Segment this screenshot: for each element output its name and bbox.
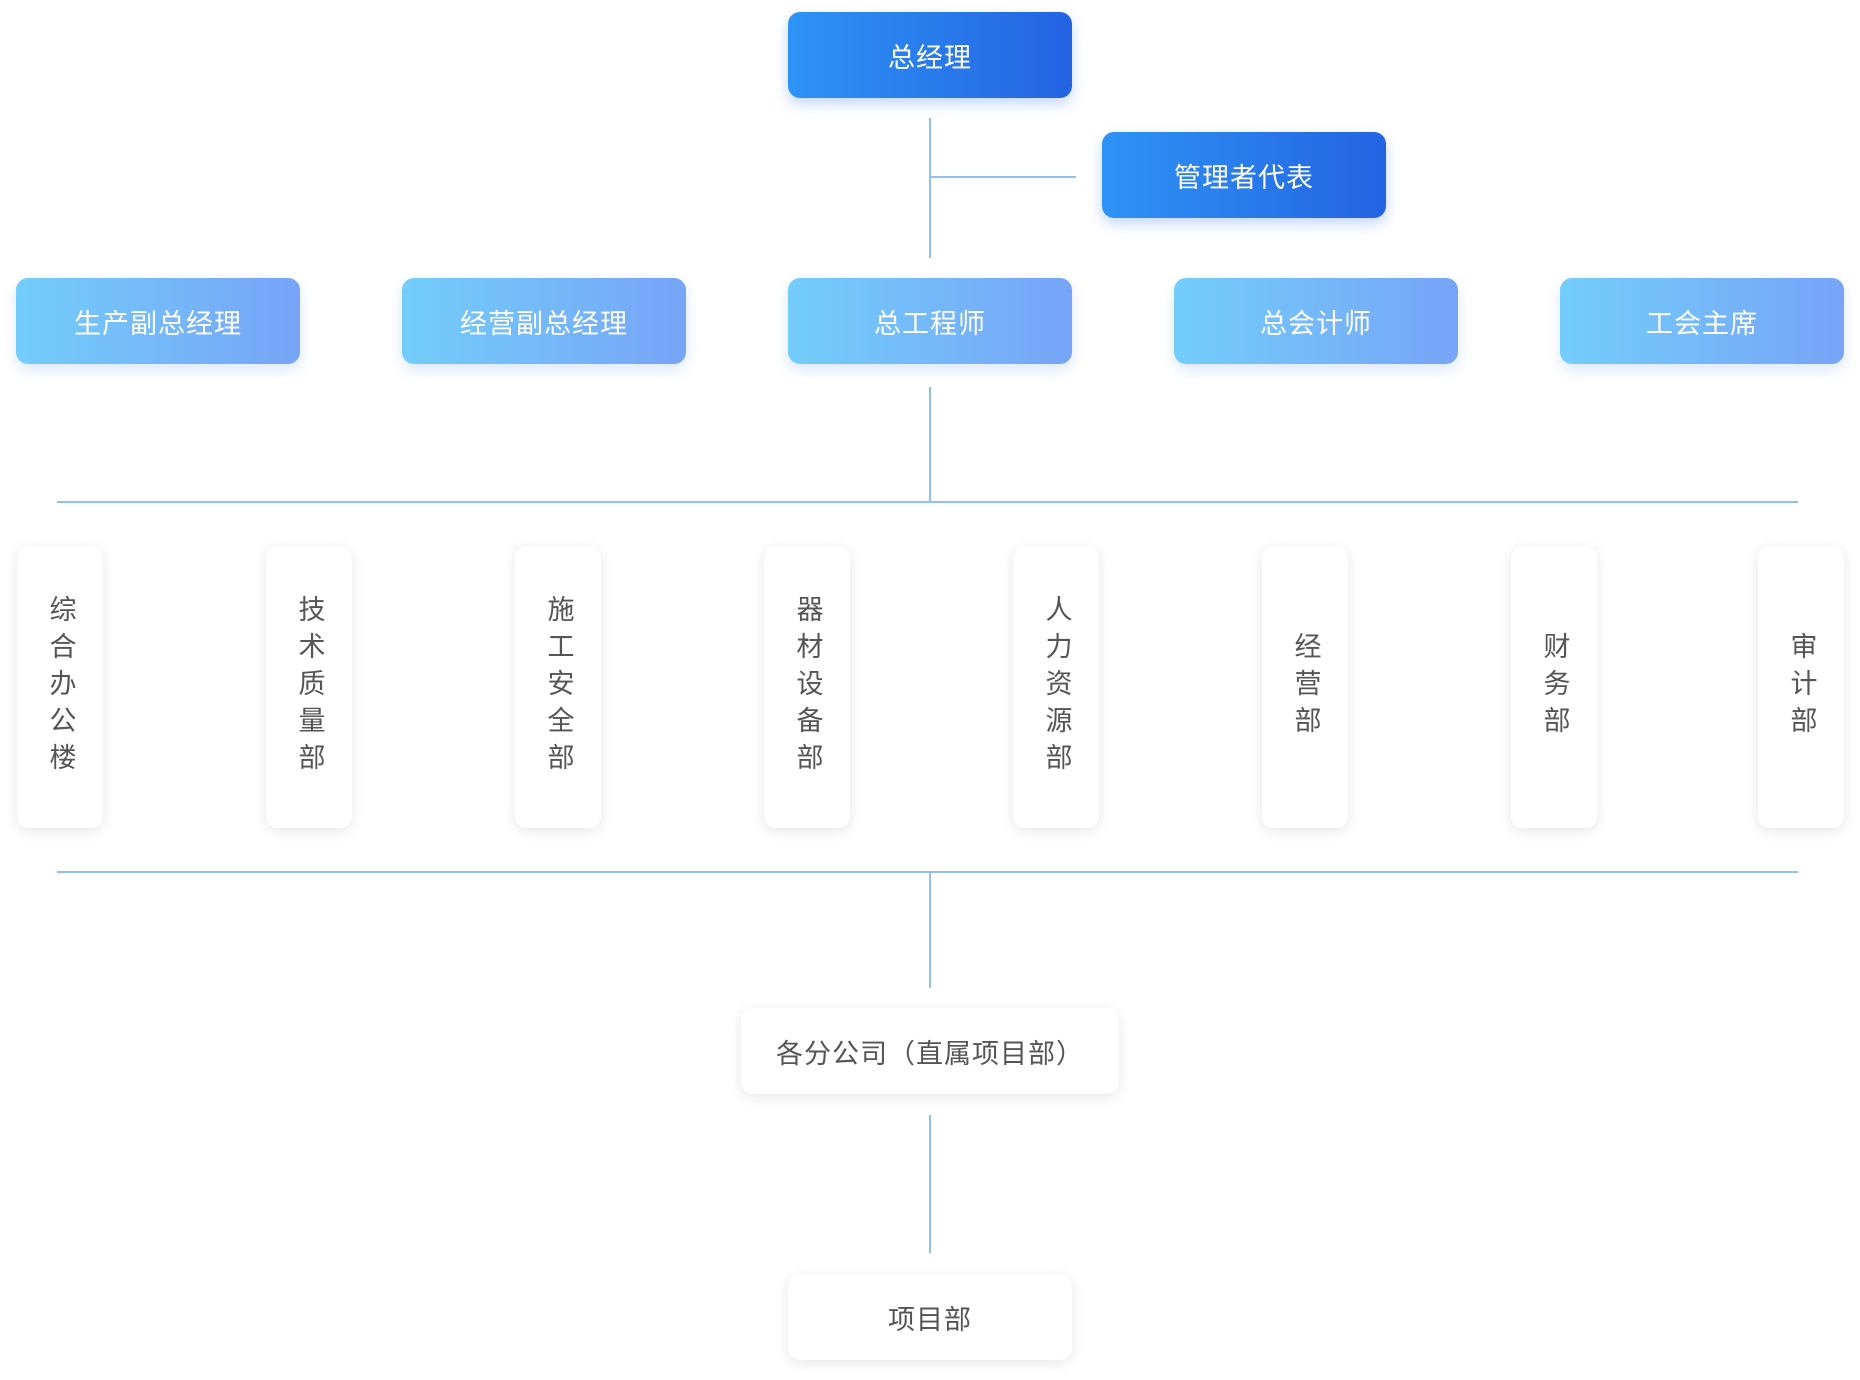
chief-engineer-node[interactable]: 总工程师 [788, 278, 1072, 364]
connector-top-vertical [929, 118, 931, 258]
connector-rep-horizontal [931, 176, 1076, 178]
chief-accountant-label: 总会计师 [1260, 308, 1372, 340]
connector-lower-horizontal [57, 871, 1798, 873]
management-rep-label: 管理者代表 [1174, 162, 1314, 194]
project-dept-label: 项目部 [888, 1304, 972, 1336]
dept-equipment[interactable]: 器材设备部 [764, 546, 850, 828]
dept-operations[interactable]: 经营部 [1262, 546, 1348, 828]
project-dept-node[interactable]: 项目部 [788, 1274, 1072, 1360]
connector-lower-vertical [929, 873, 931, 988]
dept-audit-label: 审计部 [1785, 631, 1817, 743]
deputy-production-node[interactable]: 生产副总经理 [16, 278, 300, 364]
dept-technical-quality-label: 技术质量部 [293, 594, 325, 780]
connector-mid-vertical [929, 387, 931, 502]
dept-operations-label: 经营部 [1289, 631, 1321, 743]
dept-equipment-label: 器材设备部 [791, 594, 823, 780]
dept-general-office[interactable]: 综合办公楼 [17, 546, 103, 828]
dept-audit[interactable]: 审计部 [1758, 546, 1844, 828]
connector-bottom-vertical [929, 1115, 931, 1253]
dept-technical-quality[interactable]: 技术质量部 [266, 546, 352, 828]
union-chair-node[interactable]: 工会主席 [1560, 278, 1844, 364]
deputy-production-label: 生产副总经理 [74, 308, 242, 340]
deputy-operations-label: 经营副总经理 [460, 308, 628, 340]
dept-human-resources-label: 人力资源部 [1040, 594, 1072, 780]
union-chair-label: 工会主席 [1646, 308, 1758, 340]
general-manager-label: 总经理 [888, 42, 972, 74]
dept-general-office-label: 综合办公楼 [44, 594, 76, 780]
dept-finance-label: 财务部 [1538, 631, 1570, 743]
management-rep-node[interactable]: 管理者代表 [1102, 132, 1386, 218]
dept-construction-safety[interactable]: 施工安全部 [515, 546, 601, 828]
branches-label: 各分公司（直属项目部） [776, 1038, 1084, 1070]
dept-human-resources[interactable]: 人力资源部 [1013, 546, 1099, 828]
branches-node[interactable]: 各分公司（直属项目部） [741, 1008, 1119, 1094]
general-manager-node[interactable]: 总经理 [788, 12, 1072, 98]
deputy-operations-node[interactable]: 经营副总经理 [402, 278, 686, 364]
dept-construction-safety-label: 施工安全部 [542, 594, 574, 780]
dept-finance[interactable]: 财务部 [1511, 546, 1597, 828]
chief-engineer-label: 总工程师 [874, 308, 986, 340]
connector-upper-horizontal [57, 501, 1798, 503]
chief-accountant-node[interactable]: 总会计师 [1174, 278, 1458, 364]
